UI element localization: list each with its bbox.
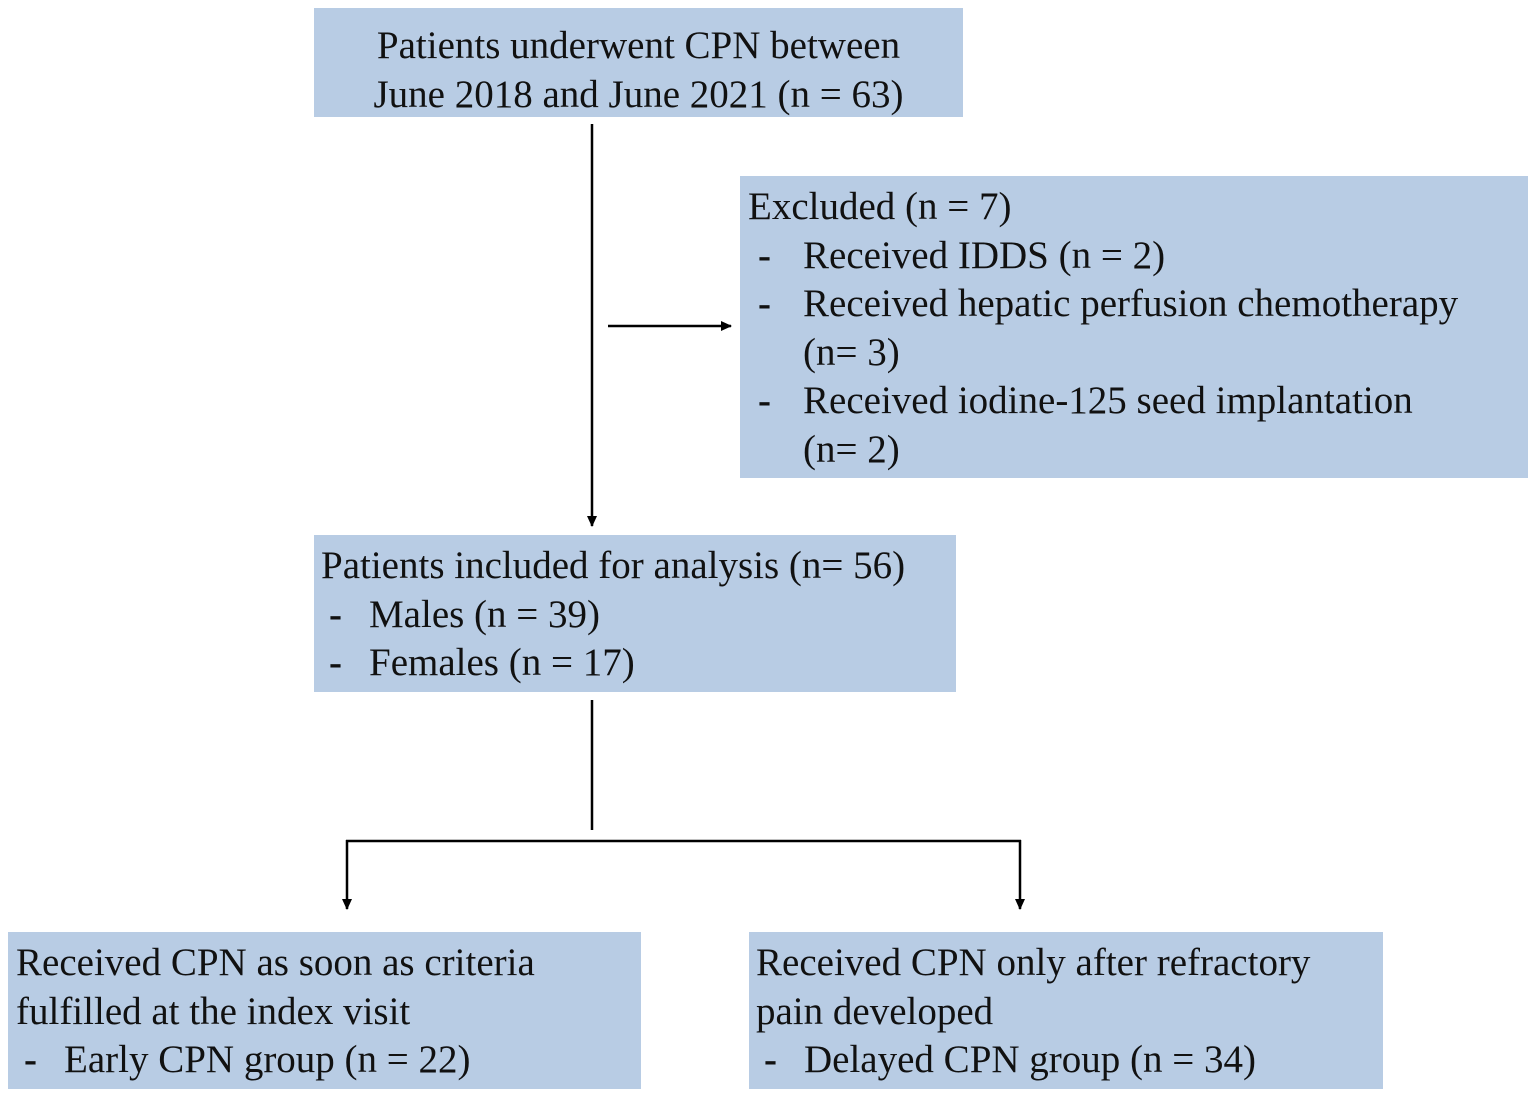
excluded-box: Excluded (n = 7) - Received IDDS (n = 2)… [740,176,1528,478]
excluded-title: Excluded (n = 7) [748,185,1012,228]
included-box: Patients included for analysis (n= 56) -… [314,535,956,692]
included-item-text: Females (n = 17) [369,641,635,684]
early-group-item: - Early CPN group (n = 22) [16,1036,641,1085]
early-cpn-box: Received CPN as soon as criteria fulfill… [8,932,641,1089]
bullet-dash: - [329,592,342,636]
delayed-group-text: Delayed CPN group (n = 34) [804,1038,1257,1081]
excluded-item-iodine: - Received iodine-125 seed implantation [748,377,1528,426]
bullet-dash: - [24,1038,37,1081]
start-box: Patients underwent CPN between June 2018… [314,8,963,117]
early-line-2: fulfilled at the index visit [16,989,411,1033]
bullet-dash: - [329,641,342,684]
delayed-line-2: pain developed [756,989,994,1033]
included-item-females: - Females (n = 17) [321,639,956,688]
start-line-2: June 2018 and June 2021 (n = 63) [373,72,904,116]
excluded-item-text: Received iodine-125 seed implantation [803,379,1413,422]
excluded-item-hepatic: - Received hepatic perfusion chemotherap… [748,280,1528,329]
bullet-dash: - [758,233,771,277]
start-line-1: Patients underwent CPN between [376,24,901,67]
excluded-item-continuation: (n= 3) [803,330,900,374]
bullet-dash: - [764,1038,777,1081]
delayed-cpn-box: Received CPN only after refractory pain … [749,932,1383,1089]
bullet-dash: - [758,379,771,422]
bullet-dash: - [758,282,771,325]
included-item-males: - Males (n = 39) [321,591,956,640]
early-line-1: Received CPN as soon as criteria [16,941,535,984]
included-item-text: Males (n = 39) [369,592,601,636]
excluded-item-text: Received hepatic perfusion chemotherapy [803,282,1459,325]
excluded-item-continuation: (n= 2) [803,427,900,471]
included-title: Patients included for analysis (n= 56) [321,544,906,587]
delayed-line-1: Received CPN only after refractory [756,941,1311,984]
delayed-group-item: - Delayed CPN group (n = 34) [756,1036,1383,1085]
excluded-item-idds: - Received IDDS (n = 2) [748,232,1528,281]
early-group-text: Early CPN group (n = 22) [64,1038,471,1081]
excluded-item-text: Received IDDS (n = 2) [803,233,1166,277]
